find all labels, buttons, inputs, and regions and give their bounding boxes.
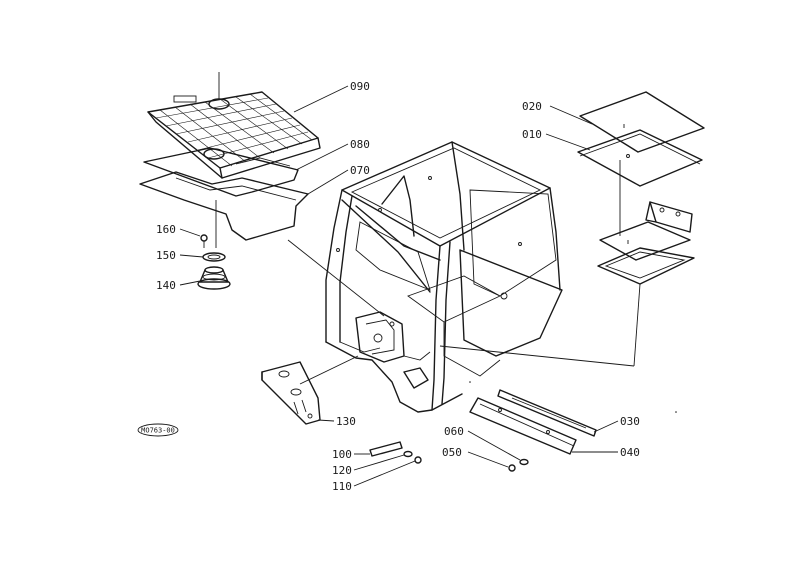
leader-lines	[179, 85, 641, 487]
label-020: 020	[522, 100, 542, 113]
panel-020	[579, 91, 705, 153]
label-050: 050	[442, 446, 462, 459]
label-040: 040	[620, 446, 640, 459]
label-030: 030	[620, 415, 640, 428]
strip-040	[469, 397, 577, 455]
plate-130	[261, 361, 321, 425]
strip-030	[497, 389, 597, 437]
label-080: 080	[350, 138, 370, 151]
bolt-110	[414, 456, 422, 464]
rod-100	[369, 441, 403, 457]
cab-frame	[325, 141, 563, 413]
bolt-160	[200, 234, 208, 248]
label-090: 090	[350, 80, 370, 93]
floor-mat-080	[143, 147, 299, 197]
screw-050	[508, 464, 516, 472]
washer-060	[519, 458, 529, 466]
label-110: 110	[332, 480, 352, 493]
label-130: 130	[336, 415, 356, 428]
label-010: 010	[522, 128, 542, 141]
right-bracket	[597, 201, 695, 285]
label-150: 150	[156, 249, 176, 262]
figure-reference-text: MO763-00	[141, 427, 175, 435]
panel-010	[577, 129, 703, 187]
figure-reference: MO763-00	[137, 423, 179, 437]
floor-mat-070	[139, 171, 309, 241]
label-070: 070	[350, 164, 370, 177]
washer-120	[403, 450, 413, 458]
boot-140	[197, 266, 231, 290]
floor-mat-090	[147, 72, 321, 179]
ring-150	[202, 252, 226, 262]
label-160: 160	[156, 223, 176, 236]
label-140: 140	[156, 279, 176, 292]
label-120: 120	[332, 464, 352, 477]
label-100: 100	[332, 448, 352, 461]
label-060: 060	[444, 425, 464, 438]
